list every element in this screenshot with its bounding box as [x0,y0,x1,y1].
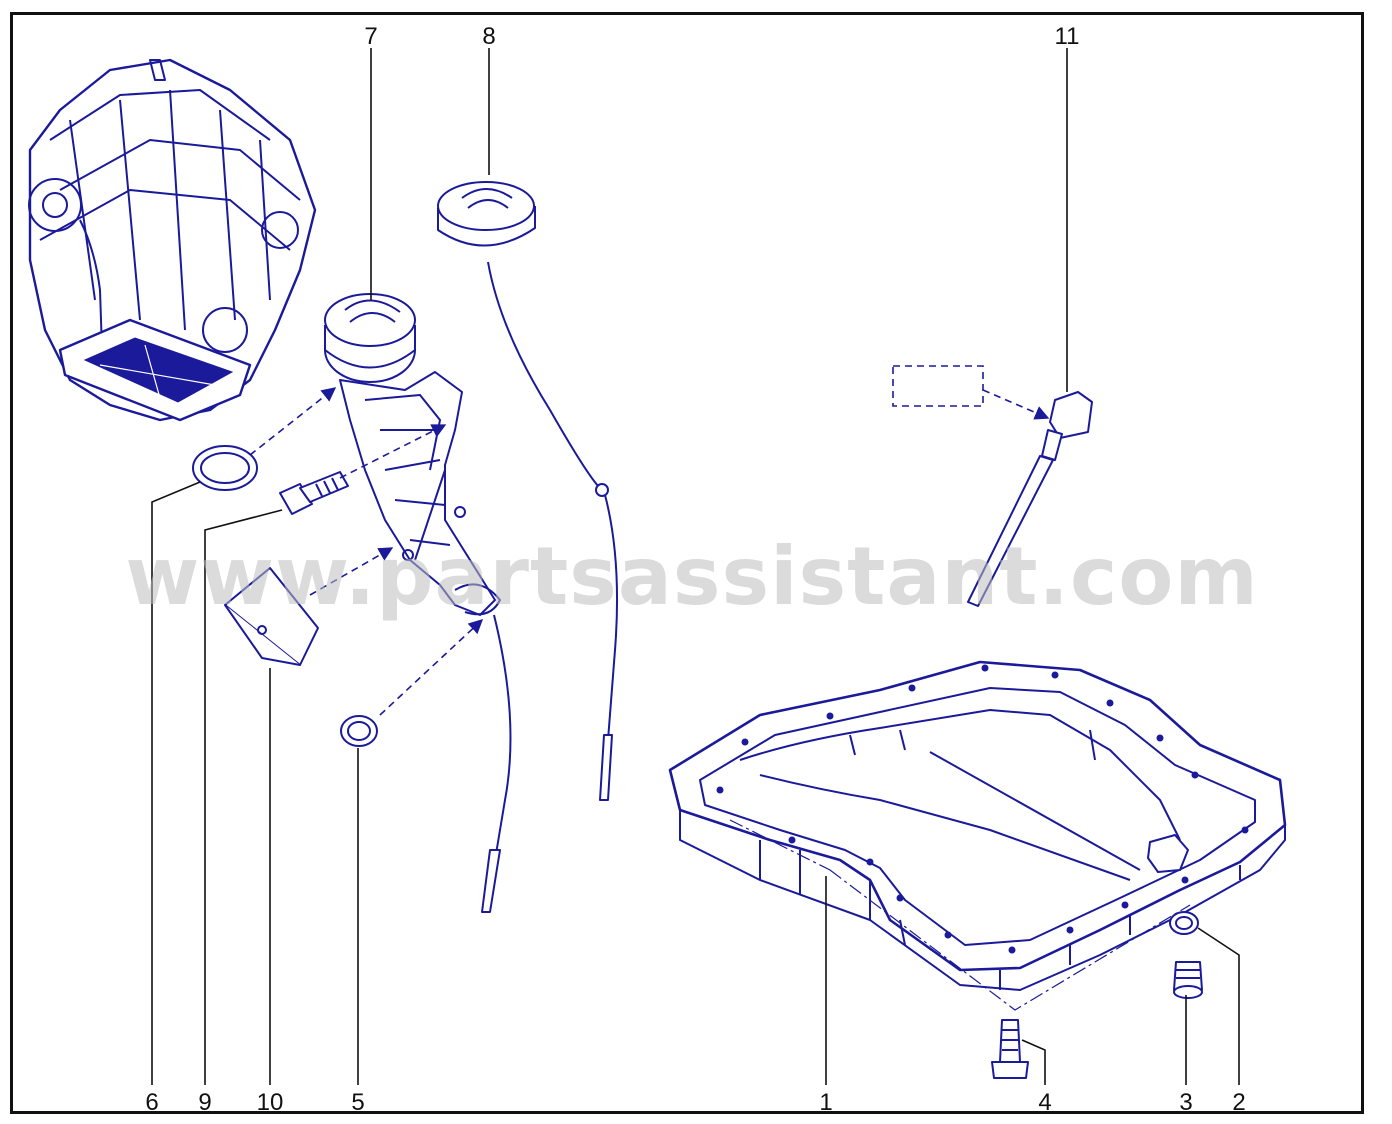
callout-7: 7 [364,23,377,50]
oil-level-sensor [892,365,1093,607]
callout-6: 6 [145,1089,158,1116]
o-ring-small [340,715,378,747]
callout-5: 5 [351,1089,364,1116]
heat-shield-bracket [224,567,319,666]
callout-8: 8 [482,23,495,50]
callout-1: 1 [819,1089,832,1116]
callout-11: 11 [1055,23,1080,50]
callout-leader-lines [151,48,1240,1085]
drain-plug [1173,961,1203,999]
diagram-frame [10,12,1364,1114]
callout-labels: 7 8 11 6 9 10 5 1 4 3 2 [145,23,1245,1116]
drain-plug-washer [1169,911,1199,935]
oil-filler-tube-assembly [324,293,501,616]
engine-assembly-illustration [28,58,317,422]
bolt [279,471,349,515]
dipstick-cap-and-cable [437,181,619,913]
oil-pan [668,660,1287,1011]
oil-pan-bolt [991,1019,1029,1079]
callout-3: 3 [1179,1089,1192,1116]
callout-4: 4 [1038,1089,1051,1116]
callout-10: 10 [257,1089,284,1116]
watermark-text: www.partsassistant.com [125,530,1258,623]
callout-9: 9 [198,1089,211,1116]
assembly-direction-arrows [249,387,1050,716]
o-ring-large [192,445,258,491]
callout-2: 2 [1232,1089,1245,1116]
